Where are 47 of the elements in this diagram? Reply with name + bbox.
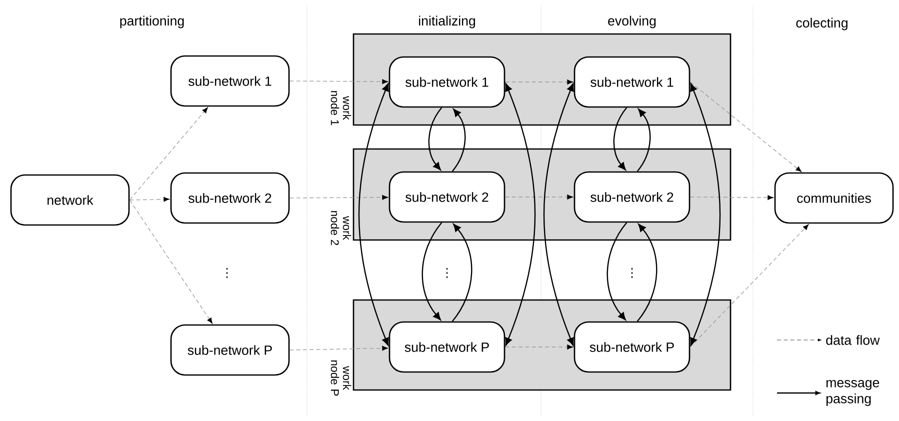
- message-arrow: [636, 224, 658, 322]
- message-arrow: [452, 224, 472, 322]
- ellipsis: ⋮: [631, 268, 633, 278]
- message-arrow: [358, 83, 389, 346]
- data-flow-arrow: [690, 195, 774, 200]
- data-flow-arrow: [289, 195, 388, 200]
- node-label: work node P: [330, 360, 352, 396]
- process-box: network: [10, 174, 130, 226]
- node-label: work node 1: [330, 91, 352, 126]
- data-flow-arrow: [504, 194, 573, 200]
- node-label: work node 2: [330, 211, 352, 246]
- data-flow-arrow: [690, 82, 802, 172]
- process-box: sub-network 1: [574, 56, 690, 108]
- message-arrow: [505, 83, 536, 346]
- data-flow-arrow: [504, 344, 573, 350]
- message-arrow: [636, 108, 651, 172]
- message-arrow: [690, 83, 721, 346]
- message-arrow: [428, 107, 442, 170]
- process-box: communities: [774, 172, 894, 224]
- ellipsis: ⋮: [226, 268, 228, 278]
- process-box: sub-network P: [574, 321, 690, 373]
- column-heading: colecting: [796, 18, 848, 30]
- process-box: sub-network P: [170, 324, 290, 376]
- process-box: sub-network 2: [170, 172, 290, 224]
- column-heading: partitioning: [120, 16, 184, 28]
- legend-text: message passing: [826, 380, 880, 406]
- message-arrow: [422, 222, 442, 320]
- process-box: sub-network 2: [574, 171, 690, 223]
- data-flow-arrow: [129, 196, 170, 202]
- message-arrow: [606, 222, 628, 320]
- data-flow-arrow: [289, 79, 388, 84]
- ellipsis: ⋮: [446, 268, 448, 278]
- process-box: sub-network 1: [170, 55, 290, 107]
- column-heading: evolving: [608, 16, 656, 28]
- process-box: sub-network P: [388, 321, 506, 373]
- column-heading: initializing: [419, 16, 476, 28]
- process-box: sub-network 2: [388, 171, 506, 223]
- data-flow-arrow: [289, 346, 388, 351]
- message-arrow: [613, 107, 628, 170]
- data-flow-arrow: [129, 200, 212, 324]
- data-flow-arrow: [690, 224, 809, 348]
- data-flow-arrow: [504, 80, 573, 84]
- message-arrow: [452, 108, 466, 172]
- legend-text: data flow: [826, 335, 880, 345]
- process-box: sub-network 1: [388, 56, 506, 108]
- message-arrow: [543, 83, 574, 346]
- data-flow-arrow: [129, 107, 208, 200]
